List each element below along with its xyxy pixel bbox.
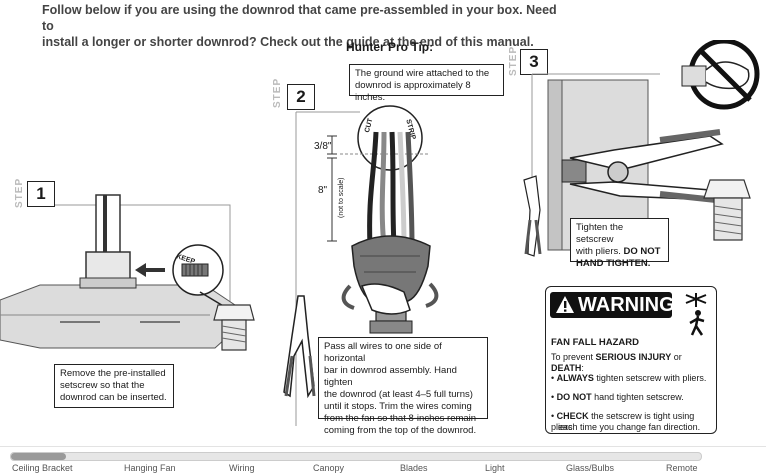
- step-1-callout-line: Remove the pre-installed: [60, 368, 166, 379]
- warning-emphasis: SERIOUS INJURY: [595, 352, 672, 362]
- nav-remote[interactable]: Remote: [666, 463, 698, 473]
- warning-bullet-3: • CHECK the setscrew is tight using plie…: [551, 411, 695, 432]
- warning-hazard: FAN FALL HAZARD: [551, 337, 639, 348]
- step-3-callout-line-2: with pliers. DO NOT: [576, 246, 663, 258]
- progress-track[interactable]: [10, 452, 702, 461]
- nav-light[interactable]: Light: [485, 463, 505, 473]
- warning-bullet-2: • DO NOT hand tighten setscrew.: [551, 392, 684, 402]
- nav-blades[interactable]: Blades: [400, 463, 428, 473]
- step-1-illustration: [0, 194, 255, 351]
- warning-emphasis: DO NOT: [556, 392, 592, 402]
- nav-canopy[interactable]: Canopy: [313, 463, 345, 473]
- step-3-callout-text: with pliers.: [576, 246, 624, 257]
- step-2-callout-line: from the fan so that 8-inches remain: [324, 413, 477, 424]
- warning-triangle-icon: [556, 296, 574, 313]
- dimension-3-8-inch: 3/8": [314, 141, 332, 152]
- warning-bullet-1: • ALWAYS tighten setscrew with pliers.: [551, 373, 707, 383]
- step-3-number: 3: [520, 49, 548, 75]
- warning-header: WARNING: [550, 292, 675, 318]
- nav-wiring[interactable]: Wiring: [229, 463, 255, 473]
- pro-tip-title: Hunter Pro Tip:: [346, 40, 434, 54]
- step-1-callout-line: setscrew so that the: [60, 380, 145, 391]
- step-2-callout-line: Pass all wires to one side of horizontal: [324, 341, 442, 364]
- step-2-number: 2: [287, 84, 315, 110]
- step-1-number: 1: [27, 181, 55, 207]
- intro-text: Follow below if you are using the downro…: [42, 2, 562, 50]
- step-3-callout-line-1: Tighten the setscrew: [576, 222, 624, 245]
- intro-line-1: Follow below if you are using the downro…: [42, 3, 557, 33]
- step-3-callout-emphasis: HAND TIGHTEN.: [576, 258, 651, 269]
- warning-text: To prevent: [551, 352, 596, 362]
- warning-text: hand tighten setscrew.: [591, 392, 684, 402]
- warning-text: or: [671, 352, 682, 362]
- step-1-callout-line: downrod can be inserted.: [60, 392, 167, 403]
- progress-fill: [11, 453, 67, 460]
- step-3-illustration: [523, 40, 760, 257]
- pro-tip-callout: The ground wire attached to the downrod …: [349, 64, 504, 103]
- nav-glass-bulbs[interactable]: Glass/Bulbs: [566, 463, 615, 473]
- step-3-callout-line-3: HAND TIGHTEN.: [576, 258, 663, 270]
- step-2-callout-line: until it stops. Trim the wires coming: [324, 401, 472, 412]
- not-to-scale-label: (not to scale): [338, 177, 345, 218]
- step-2-callout: Pass all wires to one side of horizontal…: [318, 337, 488, 436]
- warning-bullet-3-cont: each time you change fan direction.: [558, 422, 701, 432]
- section-navigation: Ceiling Bracket Hanging Fan Wiring Canop…: [0, 446, 766, 476]
- step-2-callout-line: coming from the top of the downrod.: [324, 425, 477, 436]
- step-2-callout-line: the downrod (at least 4–5 full turns): [324, 389, 473, 400]
- warning-emphasis: ALWAYS: [556, 373, 594, 383]
- warning-text: tighten setscrew with pliers.: [593, 373, 707, 383]
- warning-box: WARNING FAN FALL HAZARD To prevent SERIO…: [545, 286, 717, 434]
- warning-title: WARNING: [578, 294, 675, 316]
- dimension-8-inch: 8": [318, 185, 328, 196]
- intro-line-2: install a longer or shorter downrod? Che…: [42, 35, 534, 49]
- pro-tip-line: The ground wire attached to the: [355, 68, 490, 79]
- step-1-callout: Remove the pre-installed setscrew so tha…: [54, 364, 174, 408]
- falling-person-icon: [685, 293, 707, 336]
- nav-hanging-fan[interactable]: Hanging Fan: [124, 463, 176, 473]
- step-2-callout-line: bar in downrod assembly. Hand tighten: [324, 365, 457, 388]
- step-3-callout-emphasis: DO NOT: [623, 246, 661, 257]
- warning-prevent: To prevent SERIOUS INJURY or DEATH:: [551, 352, 716, 374]
- step-2-illustration: [283, 105, 439, 426]
- pro-tip-line: downrod is approximately 8 inches.: [355, 80, 471, 103]
- warning-text: the setscrew is tight using pliers: [551, 411, 695, 432]
- warning-text: :: [581, 363, 584, 373]
- warning-emphasis: DEATH: [551, 363, 582, 373]
- nav-ceiling-bracket[interactable]: Ceiling Bracket: [12, 463, 73, 473]
- warning-emphasis: CHECK: [556, 411, 589, 421]
- step-3-callout: Tighten the setscrew with pliers. DO NOT…: [570, 218, 669, 269]
